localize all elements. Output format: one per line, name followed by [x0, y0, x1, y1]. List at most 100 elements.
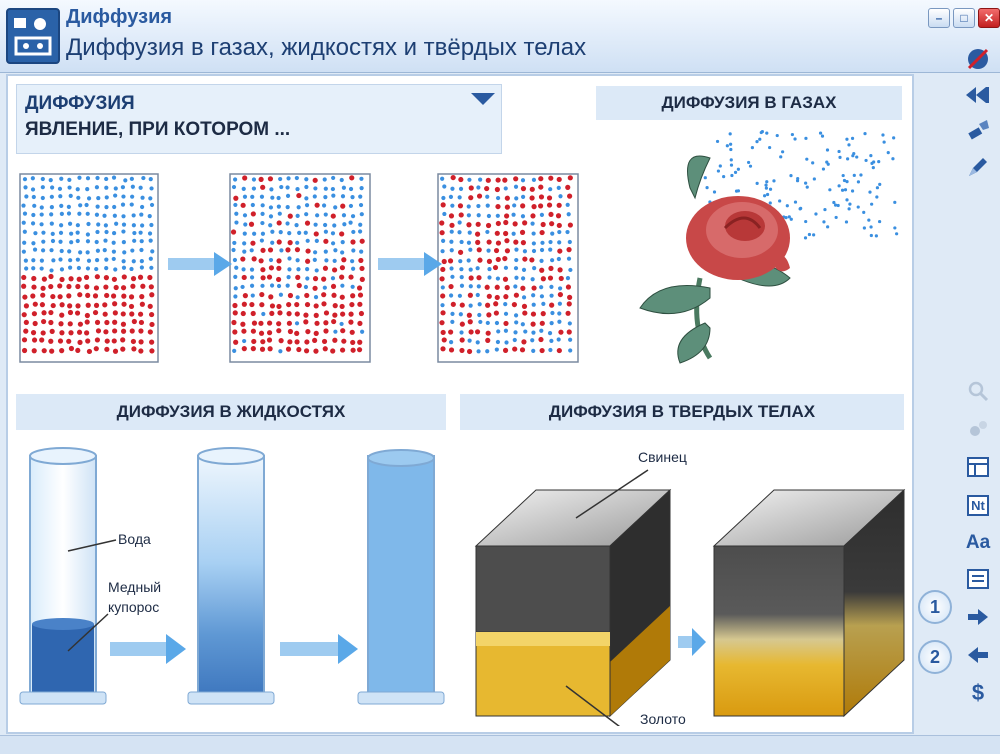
gas-particle	[852, 151, 856, 156]
particle-red	[120, 346, 126, 352]
particle-red	[459, 347, 465, 354]
particle-blue	[86, 258, 92, 263]
particle-red	[94, 319, 101, 325]
particle-blue	[270, 240, 275, 245]
particle-red	[50, 293, 56, 300]
particle-blue	[49, 194, 54, 199]
no-draw-icon[interactable]	[962, 44, 994, 74]
gas-particle	[870, 161, 874, 165]
particle-red	[303, 319, 309, 325]
particle-red	[233, 195, 239, 201]
arrow-right-icon[interactable]	[962, 602, 994, 632]
particle-red	[49, 328, 55, 334]
particle-red	[41, 310, 47, 316]
particle-blue	[477, 302, 482, 307]
particle-red	[339, 274, 345, 280]
particle-blue	[358, 222, 363, 227]
particle-red	[85, 302, 91, 308]
particle-red	[557, 267, 563, 273]
gas-particle	[869, 225, 873, 229]
particle-red	[468, 275, 474, 281]
gas-particle	[768, 201, 772, 205]
particle-box-mixed	[437, 173, 579, 363]
particle-red	[486, 258, 493, 264]
pen-icon[interactable]	[962, 152, 994, 182]
particle-red	[448, 329, 454, 335]
gas-particle	[803, 236, 808, 240]
definition-panel[interactable]: ДИФФУЗИЯ ЯВЛЕНИЕ, ПРИ КОТОРОМ ...	[16, 84, 502, 154]
particle-red	[287, 240, 293, 246]
particle-blue	[313, 186, 318, 191]
particle-blue	[513, 284, 518, 289]
particle-red	[258, 330, 265, 336]
particle-blue	[67, 221, 73, 226]
minimize-button[interactable]: –	[928, 8, 950, 28]
particle-red	[539, 229, 545, 236]
particle-red	[147, 274, 153, 281]
rewind-icon[interactable]	[962, 80, 994, 110]
particle-blue	[330, 241, 336, 246]
close-button[interactable]: ✕	[978, 8, 1000, 28]
particle-red	[341, 257, 347, 263]
particle-red	[32, 320, 38, 327]
particle-blue	[48, 178, 53, 183]
zoom-icon[interactable]	[962, 376, 994, 406]
arrow-right-icon	[378, 252, 442, 276]
particle-blue	[33, 231, 38, 236]
particle-blue	[348, 203, 354, 209]
notes-button[interactable]: Nt	[962, 490, 994, 520]
particle-blue	[232, 257, 238, 263]
particle-blue	[565, 202, 570, 207]
flashlight-icon[interactable]	[962, 116, 994, 146]
particle-blue	[548, 247, 553, 252]
particle-blue	[130, 194, 135, 199]
rose-gas-illustration	[639, 129, 899, 364]
particle-red	[529, 257, 535, 263]
dollar-button[interactable]: $	[962, 678, 994, 708]
particle-red	[294, 301, 300, 308]
gears-icon[interactable]	[962, 414, 994, 444]
gas-particle	[807, 232, 812, 237]
chevron-down-icon[interactable]	[471, 93, 495, 105]
particle-blue	[59, 176, 64, 181]
particle-blue	[276, 204, 281, 209]
particle-red	[530, 311, 537, 317]
particle-blue	[39, 222, 44, 227]
particle-red	[58, 321, 64, 327]
particle-blue	[351, 266, 356, 271]
particle-blue	[132, 230, 137, 236]
font-size-button[interactable]: Aa	[962, 528, 994, 558]
particle-blue	[514, 196, 519, 201]
particle-red	[513, 292, 519, 298]
particle-red	[22, 294, 28, 300]
particle-red	[494, 294, 500, 301]
particle-red	[242, 175, 248, 181]
step-1-button[interactable]: 1	[918, 590, 952, 624]
particle-blue	[279, 248, 284, 253]
particle-blue	[323, 229, 329, 234]
right-toolbar: Nt Aa $	[956, 40, 1000, 730]
step-2-button[interactable]: 2	[918, 640, 952, 674]
particle-red	[31, 311, 38, 317]
particle-red	[321, 338, 328, 345]
gas-particle	[822, 220, 826, 224]
particle-blue	[240, 284, 245, 290]
particle-blue	[296, 205, 301, 210]
particle-blue	[68, 265, 73, 270]
particle-blue	[566, 212, 571, 217]
arrow-left-icon[interactable]	[962, 640, 994, 670]
particle-blue	[249, 275, 255, 280]
table-icon[interactable]	[962, 452, 994, 482]
particle-red	[147, 329, 153, 335]
particle-blue	[270, 229, 275, 234]
particle-blue	[531, 293, 536, 298]
particle-red	[103, 329, 109, 335]
particle-red	[149, 311, 155, 318]
gas-particle	[862, 210, 866, 214]
particle-red	[502, 255, 508, 262]
restore-button[interactable]: □	[953, 8, 975, 28]
particle-blue	[77, 175, 82, 180]
particle-blue	[259, 238, 264, 243]
particle-blue	[121, 240, 126, 245]
list-icon[interactable]	[962, 564, 994, 594]
